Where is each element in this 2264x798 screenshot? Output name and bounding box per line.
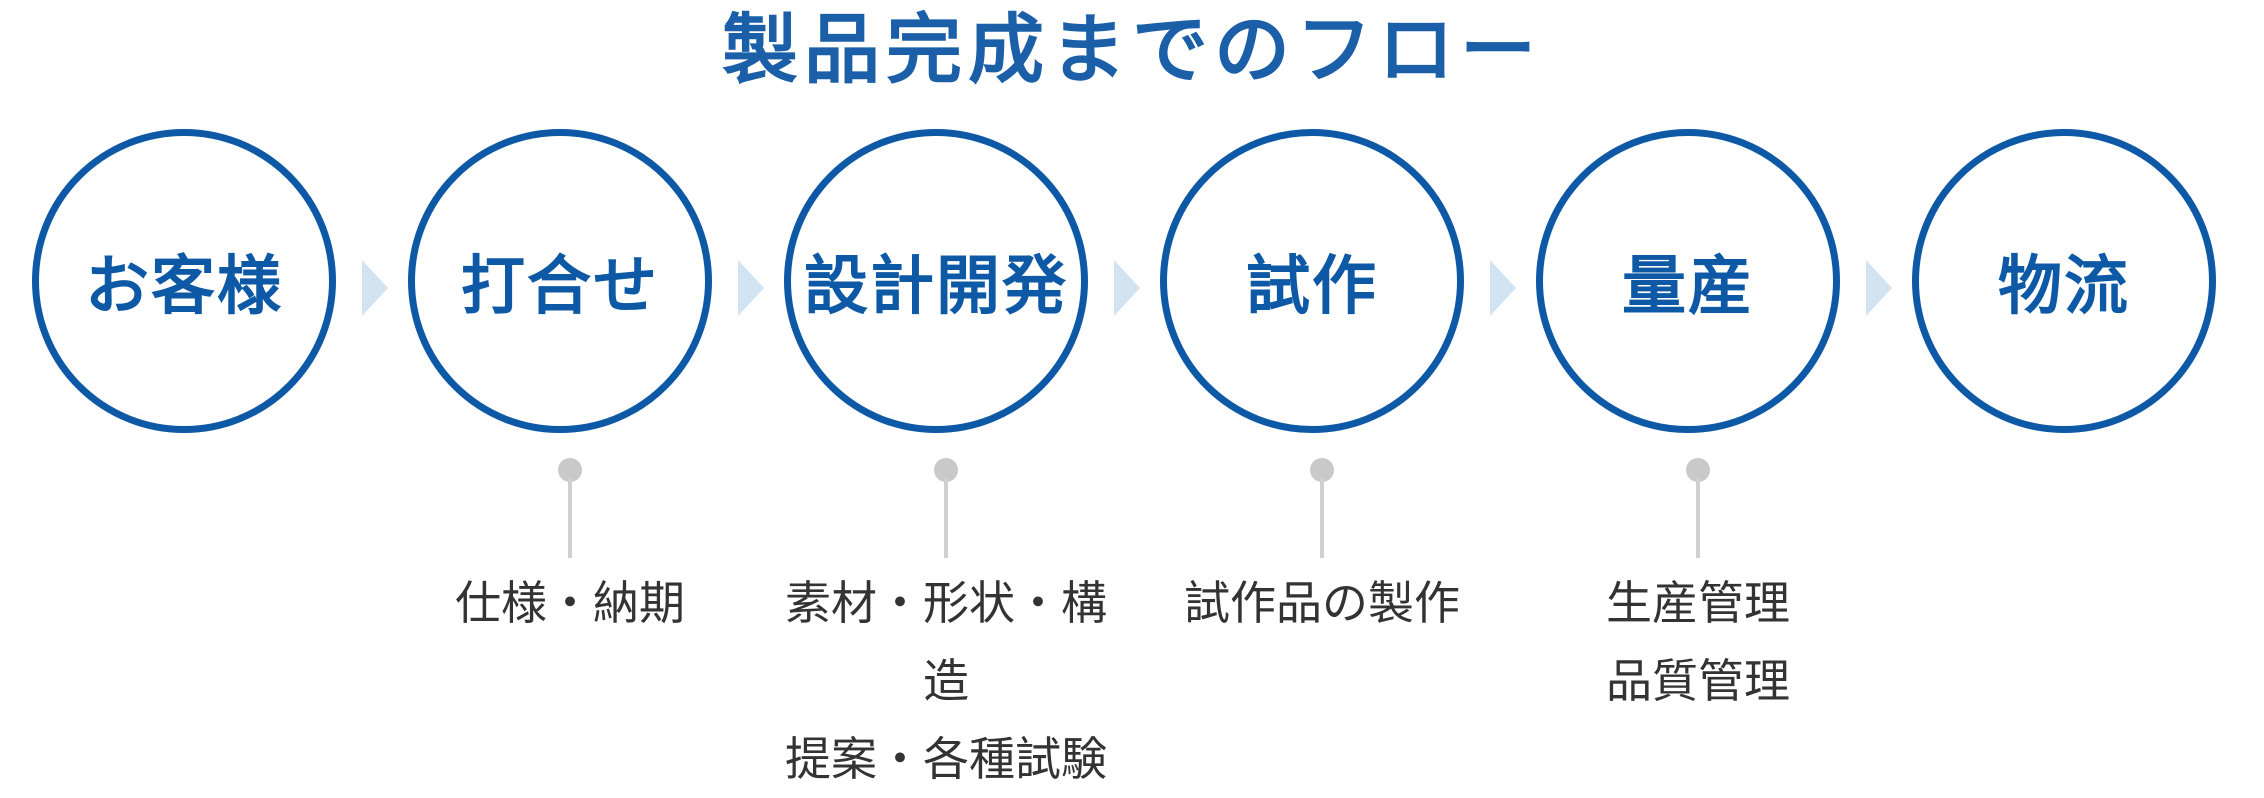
step-label: 量産 [1622, 250, 1754, 324]
step-design: 設計開発 [784, 129, 1088, 433]
pin-line [944, 478, 948, 558]
connector-pin [934, 458, 958, 558]
note-line: 提案・各種試験 [785, 732, 1107, 786]
note-line: 生産管理 [1606, 576, 1790, 630]
arrow-icon [1490, 260, 1516, 316]
connector-pin [1686, 458, 1710, 558]
step-label: お客様 [85, 250, 283, 324]
arrow-icon [362, 260, 388, 316]
note-line: 品質管理 [1606, 654, 1790, 708]
step-prototype: 試作 [1160, 129, 1464, 433]
note-line: 素材・形状・構造 [785, 576, 1107, 708]
connector-pin [1310, 458, 1334, 558]
arrow-icon [1114, 260, 1140, 316]
step-meeting: 打合せ [408, 129, 712, 433]
connector-pin [558, 458, 582, 558]
arrow-icon [738, 260, 764, 316]
note-production: 生産管理 品質管理 [1518, 564, 1878, 720]
step-label: 試作 [1246, 250, 1378, 324]
note-prototype: 試作品の製作 [1142, 564, 1502, 642]
arrow-icon [1866, 260, 1892, 316]
note-meeting: 仕様・納期 [390, 564, 750, 642]
pin-line [568, 478, 572, 558]
pin-line [1696, 478, 1700, 558]
note-line: 仕様・納期 [455, 576, 685, 630]
step-customer: お客様 [32, 129, 336, 433]
page-title: 製品完成までのフロー [722, 5, 1542, 94]
step-label: 設計開発 [804, 250, 1068, 324]
step-label: 物流 [1998, 250, 2130, 324]
note-design: 素材・形状・構造 提案・各種試験 [766, 564, 1126, 798]
note-line: 試作品の製作 [1184, 576, 1460, 630]
step-label: 打合せ [461, 250, 659, 324]
pin-line [1320, 478, 1324, 558]
step-logistics: 物流 [1912, 129, 2216, 433]
step-production: 量産 [1536, 129, 1840, 433]
